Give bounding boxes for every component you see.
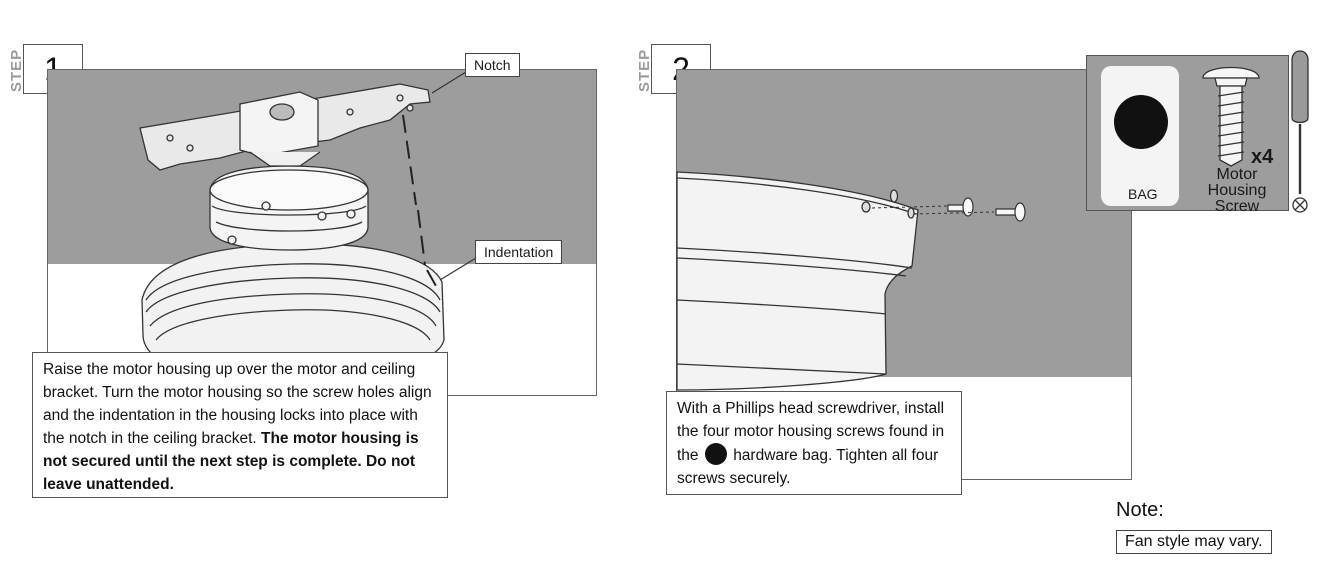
screws-drawing (947, 197, 1026, 222)
step-2-instructions: With a Phillips head screwdriver, instal… (666, 391, 962, 495)
screw-path-dashed-lines (871, 205, 995, 215)
screw-label-line-1: Motor Housing (1207, 166, 1267, 199)
screw-icon (1202, 66, 1260, 167)
screw-label: Motor Housing Screw (1186, 167, 1288, 215)
step-2-instructions-part-1: With a Phillips head screwdriver, instal… (677, 400, 945, 464)
hardware-bag-dot-icon (704, 443, 727, 465)
motor-drawing (209, 165, 369, 251)
notch-callout: Notch (465, 53, 520, 77)
step-2-instructions-part-2: hardware bag. Tighten all four screws se… (677, 447, 939, 487)
hardware-bag-dot (1114, 95, 1168, 149)
note-text: Fan style may vary. (1116, 530, 1272, 554)
screw-quantity: x4 (1251, 146, 1274, 168)
alignment-dashed-line (402, 114, 437, 287)
step-1-instructions: Raise the motor housing up over the moto… (32, 352, 448, 498)
step-1-instructions-normal: Raise the motor housing up over the moto… (43, 361, 432, 447)
screwdriver-icon (1291, 50, 1309, 213)
indentation-callout: Indentation (475, 240, 563, 264)
indentation-leader-line (439, 257, 477, 281)
bag-label: BAG (1128, 186, 1158, 202)
notch-leader-line (431, 71, 467, 94)
step-1-instructions-warning: The motor housing is not secured until t… (43, 430, 419, 493)
ceiling-bracket-drawing (139, 83, 431, 171)
screw-label-line-2: Screw (1214, 198, 1260, 215)
note-label: Note: (1116, 499, 1164, 521)
motor-housing-closeup-drawing (676, 171, 919, 391)
motor-housing-drawing (141, 243, 445, 363)
